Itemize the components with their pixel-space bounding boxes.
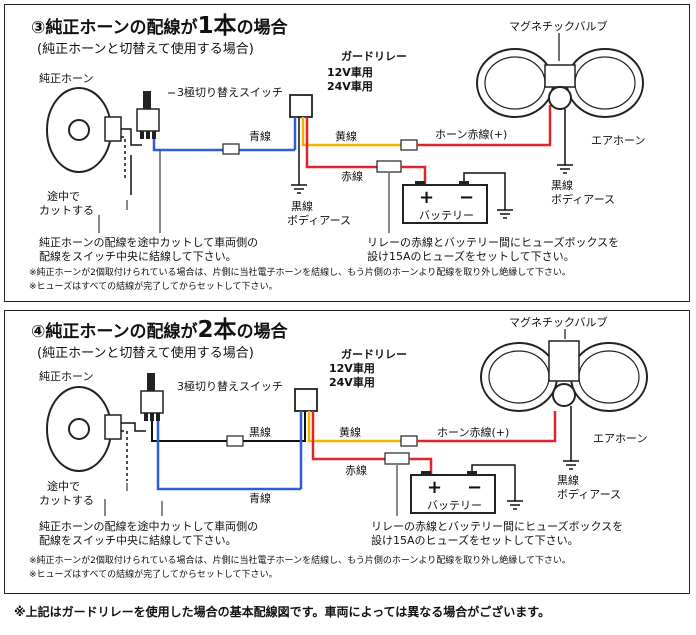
panel1-horn-red-wire-label: ホーン赤線(+) (435, 128, 508, 141)
panel2-note-1: ※純正ホーンが2個取付けられている場合は、片側に当社電子ホーンを結線し、もう片側… (29, 556, 571, 566)
panel2-battery-plus: + (427, 477, 443, 498)
panel1-inst-left-1: 純正ホーンの配線を途中カットして車両側の (39, 236, 259, 249)
panel2-inst-right-1: リレーの赤線とバッテリー間にヒューズボックスを (371, 520, 624, 533)
panel1-inst-left-2: 配線をスイッチ中央に結線して下さい。 (39, 250, 237, 263)
battery-icon-2 (410, 474, 496, 514)
panel2-note-2: ※ヒューズはすべての結線が完了してからセットして下さい。 (29, 570, 278, 580)
panel1-battery-plus: + (419, 187, 435, 208)
panel2-horn-earth-label: ボディアース (557, 488, 622, 501)
panel1-title: ③純正ホーンの配線が1本の場合 (31, 15, 288, 38)
panel2-subtitle: (純正ホーンと切替えて使用する場合) (37, 346, 254, 361)
footer-note: ※上記はガードリレーを使用した場合の基本配線図です。車両によっては異なる場合がご… (14, 605, 551, 619)
fuse-box-2 (384, 452, 410, 465)
panel1-inst-right-1: リレーの赤線とバッテリー間にヒューズボックスを (367, 236, 620, 249)
panel2-inst-right-2: 設け15Aのヒューズをセットして下さい。 (371, 534, 579, 547)
panel1-red-wire-label: 赤線 (341, 170, 363, 183)
panel2-battery-minus: − (467, 477, 483, 498)
panel1-blue-wire-label: 青線 (249, 130, 271, 143)
panel1-horn-earth-label: ボディアース (551, 193, 616, 206)
panel1-relay-12v: 12V車用 (327, 66, 373, 79)
panel2-title: ④純正ホーンの配線が2本の場合 (31, 319, 288, 342)
red-wire-1 (305, 117, 377, 169)
panel1-title-pre: ③純正ホーンの配線が (31, 18, 198, 38)
panel1-stock-horn-label: 純正ホーン (39, 72, 94, 85)
air-horn-icon-2 (480, 340, 648, 412)
panel2-title-post: の場合 (236, 322, 288, 342)
three-way-switch-icon (140, 373, 164, 421)
panel2-yellow-wire-label: 黄線 (339, 426, 361, 439)
panel1-inst-right-2: 設け15Aのヒューズをセットして下さい。 (367, 250, 575, 263)
panel2-cut-label-1: 途中で (47, 480, 80, 493)
panel2-title-pre: ④純正ホーンの配線が (31, 322, 198, 342)
red-wire-2 (311, 411, 385, 461)
panel2-horn-red-wire-label: ホーン赤線(+) (437, 426, 510, 439)
wiring-panel-double: ④純正ホーンの配線が2本の場合 (純正ホーンと切替えて使用する場合) 純正ホーン… (4, 310, 690, 594)
panel2-horn-earth-black: 黒線 (557, 474, 579, 487)
panel1-relay-earth-label: ボディアース (287, 214, 352, 227)
guard-relay-box-1 (289, 94, 313, 118)
panel1-title-big: 1本 (197, 13, 237, 39)
panel2-relay-24v: 24V車用 (329, 376, 375, 389)
horn-red-wire-1 (417, 105, 552, 147)
panel2-relay-12v: 12V車用 (329, 362, 375, 375)
fuse-box-1 (376, 160, 402, 173)
connector-blue-1 (222, 143, 240, 155)
panel1-yellow-wire-label: 黄線 (335, 130, 357, 143)
panel1-horn-earth-black: 黒線 (551, 179, 573, 192)
panel1-note-2: ※ヒューズはすべての結線が完了してからセットして下さい。 (29, 282, 278, 292)
panel1-battery-label: バッテリー (419, 209, 474, 222)
panel1-air-horn-label: エアホーン (591, 134, 646, 147)
panel1-switch-label: 3極切り替えスイッチ (177, 86, 283, 99)
yellow-wire-2 (307, 411, 413, 443)
panel1-relay-24v: 24V車用 (327, 80, 373, 93)
panel2-switch-label: 3極切り替えスイッチ (177, 380, 283, 393)
yellow-wire-1 (301, 117, 413, 147)
blue-wire-1 (152, 139, 295, 152)
panel2-air-horn-label: エアホーン (593, 432, 648, 445)
panel2-inst-left-2: 配線をスイッチ中央に結線して下さい。 (39, 534, 237, 547)
horn-red-wire-2 (417, 411, 557, 443)
panel1-battery-minus: − (459, 187, 475, 208)
guard-relay-box-2 (294, 388, 318, 412)
three-way-switch-icon (136, 91, 160, 139)
panel1-cut-label-2: カットする (39, 204, 94, 217)
panel2-stock-horn-label: 純正ホーン (39, 370, 94, 383)
air-horn-icon-1 (476, 48, 644, 118)
panel1-note-1: ※純正ホーンが2個取付けられている場合は、片側に当社電子ホーンを結線し、もう片側… (29, 268, 571, 278)
stock-horn-icon (46, 386, 122, 472)
panel1-relay-earth-black: 黒線 (291, 200, 313, 213)
panel2-red-wire-label: 赤線 (345, 464, 367, 477)
stock-horn-icon (46, 87, 122, 173)
ground-icon-1 (291, 184, 307, 194)
panel2-cut-label-2: カットする (39, 494, 94, 507)
panel2-black-wire-label: 黒線 (249, 426, 271, 439)
panel1-guard-relay-label: ガードリレー (341, 50, 407, 63)
panel2-title-big: 2本 (197, 317, 237, 343)
panel2-inst-left-1: 純正ホーンの配線を途中カットして車両側の (39, 520, 259, 533)
panel1-subtitle: (純正ホーンと切替えて使用する場合) (37, 42, 254, 57)
wiring-diagram-1 (46, 33, 644, 233)
panel1-cut-label-1: 途中で (47, 190, 80, 203)
blue-wire-2 (156, 421, 301, 491)
panel2-battery-label: バッテリー (427, 499, 482, 512)
panel2-guard-relay-label: ガードリレー (341, 348, 407, 361)
panel2-magnetic-valve-label: マグネチックバルブ (509, 316, 608, 329)
panel1-magnetic-valve-label: マグネチックバルブ (509, 20, 608, 33)
panel1-title-post: の場合 (236, 18, 288, 38)
wiring-diagram-2 (46, 329, 648, 516)
wiring-panel-single: ③純正ホーンの配線が1本の場合 (純正ホーンと切替えて使用する場合) 純正ホーン… (4, 4, 690, 302)
battery-icon-1 (402, 184, 488, 224)
panel2-blue-wire-label: 青線 (249, 492, 271, 505)
